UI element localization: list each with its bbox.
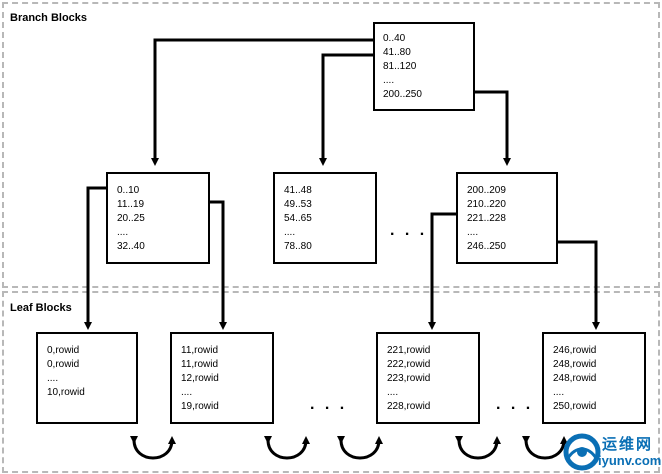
leaf-entry: .... xyxy=(47,373,59,384)
watermark-domain: iyunv.com xyxy=(598,453,662,468)
root-entry: 0..40 xyxy=(383,33,406,44)
leaf-link-1 xyxy=(129,435,176,460)
root-entry: 81..120 xyxy=(383,61,417,72)
edge-root-to-branch-2 xyxy=(319,53,374,166)
leaf-entry: .... xyxy=(181,387,193,398)
branch-entry: 54..65 xyxy=(284,213,312,224)
branch-block-2: 41..48 49..53 54..65 .... 78..80 xyxy=(273,172,377,264)
branch-block-3: 200..209 210..220 221..228 .... 246..250 xyxy=(456,172,558,264)
leaf-entry: 10,rowid xyxy=(47,387,85,398)
leaf-block-3: 221,rowid 222,rowid 223,rowid .... 228,r… xyxy=(376,332,480,424)
branch-entry: .... xyxy=(284,227,296,238)
edge-branch-3-to-leaf-4 xyxy=(557,240,600,330)
leaf-entry: 0,rowid xyxy=(47,359,80,370)
leaf-link-3 xyxy=(336,435,383,460)
branch-entry: 41..48 xyxy=(284,185,312,196)
leaf-entry: 221,rowid xyxy=(387,345,431,356)
branch-entry: 49..53 xyxy=(284,199,312,210)
leaf-block-2: 11,rowid 11,rowid 12,rowid .... 19,rowid xyxy=(170,332,274,424)
leaf-link-2 xyxy=(263,435,310,460)
root-branch-block: 0..40 41..80 81..120 .... 200..250 xyxy=(373,22,475,111)
edge-branch-1-to-leaf-1 xyxy=(84,186,107,330)
root-entry: 41..80 xyxy=(383,47,411,58)
branch-entry: 210..220 xyxy=(467,199,506,210)
leaf-entry: 0,rowid xyxy=(47,345,80,356)
branch-entry: .... xyxy=(467,227,479,238)
branch-entry: 11..19 xyxy=(117,199,145,210)
leaf-link-5 xyxy=(521,435,568,460)
leaf-blocks-title: Leaf Blocks xyxy=(10,302,72,314)
root-entry: .... xyxy=(383,75,395,86)
watermark-logo-icon xyxy=(563,433,601,471)
edge-root-to-branch-3 xyxy=(474,90,511,166)
branch-entry: 78..80 xyxy=(284,241,312,252)
branch-entry: 20..25 xyxy=(117,213,145,224)
leaf-entry: 246,rowid xyxy=(553,345,597,356)
branch-block-1: 0..10 11..19 20..25 .... 32..40 xyxy=(106,172,210,264)
edge-branch-3-to-leaf-3 xyxy=(428,212,457,330)
watermark-text: 运维网 xyxy=(602,436,654,453)
leaf-entry: 11,rowid xyxy=(181,359,219,370)
edge-branch-1-to-leaf-2 xyxy=(208,200,227,330)
leaf-entry: 19,rowid xyxy=(181,401,219,412)
site-watermark: 运维网 iyunv.com xyxy=(562,432,662,472)
branch-ellipsis: . . . xyxy=(390,222,428,239)
branch-entry: 200..209 xyxy=(467,185,506,196)
edge-root-to-branch-1 xyxy=(151,38,374,166)
branch-entry: 32..40 xyxy=(117,241,145,252)
leaf-link-4 xyxy=(454,435,501,460)
leaf-block-1: 0,rowid 0,rowid .... 10,rowid xyxy=(36,332,138,424)
root-entry: 200..250 xyxy=(383,89,422,100)
branch-blocks-title: Branch Blocks xyxy=(10,12,88,24)
branch-entry: 221..228 xyxy=(467,213,506,224)
leaf-entry: 248,rowid xyxy=(553,359,597,370)
leaf-ellipsis: . . . xyxy=(496,396,534,413)
leaf-entry: 228,rowid xyxy=(387,401,431,412)
leaf-entry: 250,rowid xyxy=(553,401,597,412)
leaf-entry: 223,rowid xyxy=(387,373,431,384)
leaf-entry: .... xyxy=(553,387,565,398)
branch-entry: 0..10 xyxy=(117,185,140,196)
leaf-entry: 248,rowid xyxy=(553,373,597,384)
leaf-ellipsis: . . . xyxy=(310,396,348,413)
leaf-block-4: 246,rowid 248,rowid 248,rowid .... 250,r… xyxy=(542,332,646,424)
leaf-entry: 12,rowid xyxy=(181,373,219,384)
leaf-entry: 222,rowid xyxy=(387,359,431,370)
branch-entry: 246..250 xyxy=(467,241,506,252)
leaf-entry: .... xyxy=(387,387,399,398)
branch-entry: .... xyxy=(117,227,129,238)
leaf-entry: 11,rowid xyxy=(181,345,219,356)
